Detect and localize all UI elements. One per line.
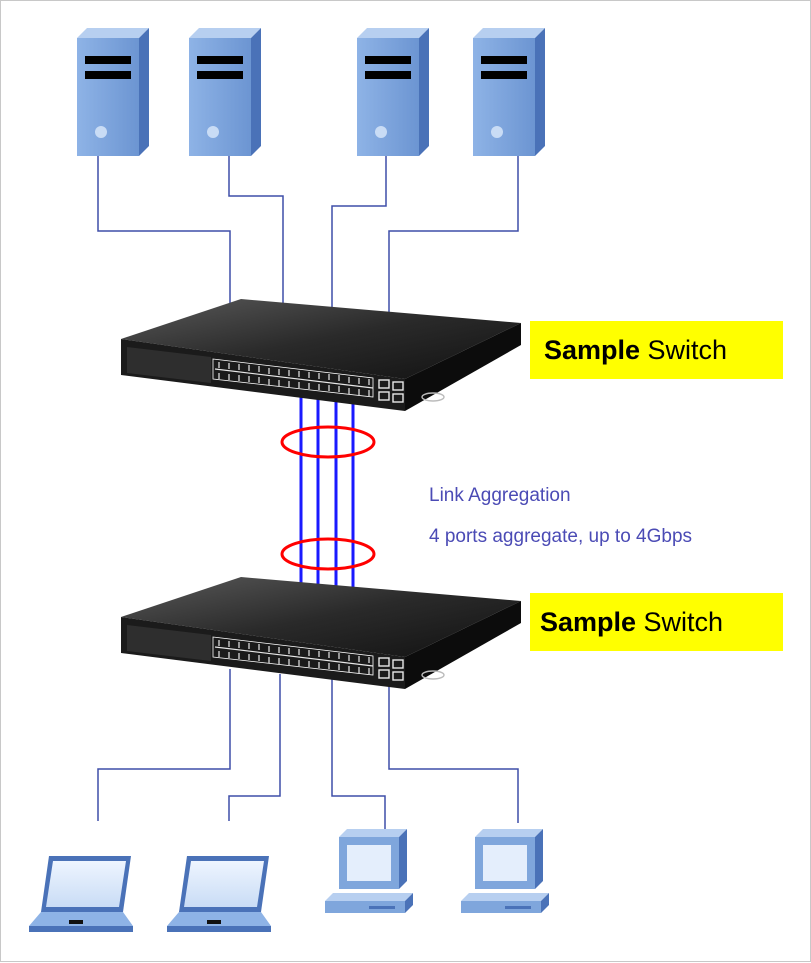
switch-name-bold: Sample: [544, 335, 641, 365]
switch-name-rest: Switch: [640, 335, 728, 365]
switch-label-bottom: Sample Switch: [530, 593, 783, 651]
switch-name-rest: Switch: [636, 607, 724, 637]
server-icon: [357, 28, 429, 156]
laptop-icon: [29, 856, 133, 932]
desktop-computer-icon: [325, 829, 413, 913]
aggregation-ring-marks: [280, 425, 376, 571]
aggregated-trunk-lines: [299, 396, 355, 595]
server-icon: [77, 28, 149, 156]
client-downlink-wires: [97, 669, 519, 829]
switch-label-top: Sample Switch: [530, 321, 783, 379]
desktop-computer-icon: [461, 829, 549, 913]
aggregation-title: Link Aggregation: [429, 485, 571, 506]
laptop-icon: [167, 856, 271, 932]
server-icon: [189, 28, 261, 156]
aggregation-detail: 4 ports aggregate, up to 4Gbps: [429, 526, 693, 547]
network-switch-icon: [120, 298, 522, 412]
server-icon: [473, 28, 545, 156]
network-switch-icon: [120, 576, 522, 690]
server-uplink-wires: [97, 151, 519, 315]
switch-name-bold: Sample: [540, 607, 637, 637]
